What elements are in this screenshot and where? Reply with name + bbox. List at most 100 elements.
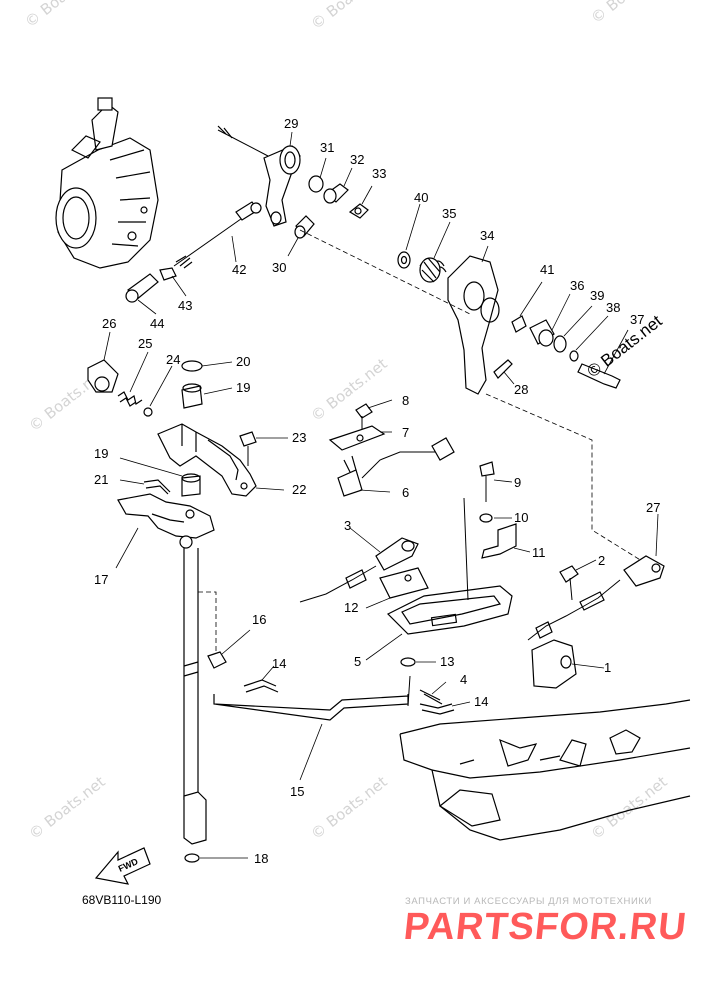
callout-14: 14 xyxy=(272,656,286,671)
part-13-washer xyxy=(400,657,436,667)
part-16-nut xyxy=(207,629,251,669)
callout-15: 15 xyxy=(290,784,304,799)
callout-37: 37 xyxy=(630,312,644,327)
callout-28: 28 xyxy=(514,382,528,397)
callout-44: 44 xyxy=(150,316,164,331)
part-40-washer xyxy=(397,203,421,269)
part-12-block xyxy=(365,567,429,609)
callout-17: 17 xyxy=(94,572,108,587)
part-23-bolt xyxy=(239,431,288,466)
callout-22: 22 xyxy=(292,482,306,497)
part-29-lever xyxy=(217,125,301,227)
part-14-clip xyxy=(419,701,471,715)
callout-12: 12 xyxy=(344,600,358,615)
control-cable xyxy=(299,565,377,603)
callout-40: 40 xyxy=(414,190,428,205)
callout-2: 2 xyxy=(598,553,605,568)
part-4-pin xyxy=(407,675,447,707)
callout-11: 11 xyxy=(532,545,546,560)
part-8-screw xyxy=(355,399,393,436)
part-34-lever xyxy=(447,245,500,395)
callout-38: 38 xyxy=(606,300,620,315)
callout-25: 25 xyxy=(138,336,152,351)
callout-42: 42 xyxy=(232,262,246,277)
part-6-sensor xyxy=(337,437,455,497)
parts-31-32-33 xyxy=(308,157,373,219)
part-20-washer xyxy=(181,360,233,372)
part-15-rod xyxy=(213,694,409,781)
watermark: © Boats.net xyxy=(307,0,390,33)
part-19-bushing xyxy=(181,383,233,409)
callout-35: 35 xyxy=(442,206,456,221)
callout-16: 16 xyxy=(252,612,266,627)
callout-34: 34 xyxy=(480,228,494,243)
shift-shaft xyxy=(183,548,217,845)
part-30-bushing xyxy=(287,215,315,257)
callout-33: 33 xyxy=(372,166,386,181)
part-43-nut xyxy=(159,267,187,297)
part-19-bushing-lower xyxy=(119,457,201,497)
diagram-code: 68VB110-L190 xyxy=(82,893,162,907)
part-1-bracket xyxy=(531,639,605,689)
part-7-plate xyxy=(328,425,392,451)
watermark: © Boats.net xyxy=(25,773,108,844)
callout-6: 6 xyxy=(402,485,409,500)
watermark: © Boats.net xyxy=(307,355,390,426)
part-44-ball-joint xyxy=(125,273,159,315)
watermark: © Boats.net xyxy=(307,773,390,844)
callout-41: 41 xyxy=(540,262,554,277)
callout-21: 21 xyxy=(94,472,108,487)
callout-labels: 1 2 3 4 5 6 7 8 9 10 11 12 13 14 14 15 1… xyxy=(94,116,660,866)
callout-19: 19 xyxy=(236,380,250,395)
callout-1: 1 xyxy=(604,660,611,675)
part-11-bracket xyxy=(481,523,531,559)
callout-3: 3 xyxy=(344,518,351,533)
part-25-spring xyxy=(117,351,149,407)
throttle-body xyxy=(55,97,159,269)
part-9-bolt xyxy=(479,461,513,502)
fwd-arrow-icon: FWD xyxy=(94,847,151,885)
callout-9: 9 xyxy=(514,475,521,490)
callout-24: 24 xyxy=(166,352,180,367)
part-18-oring xyxy=(184,853,248,863)
callout-32: 32 xyxy=(350,152,364,167)
part-28-pin xyxy=(493,359,515,385)
part-10-washer xyxy=(479,513,512,523)
callout-18: 18 xyxy=(254,851,268,866)
linkage-line xyxy=(299,229,471,315)
callout-8: 8 xyxy=(402,393,409,408)
part-17-arm xyxy=(115,493,215,569)
callout-30: 30 xyxy=(272,260,286,275)
watermark: © Boats.net xyxy=(21,0,104,31)
callout-36: 36 xyxy=(570,278,584,293)
callout-10: 10 xyxy=(514,510,528,525)
callout-27: 27 xyxy=(646,500,660,515)
part-24-ball xyxy=(143,365,173,417)
throttle-cable xyxy=(527,579,621,641)
watermark: © Boats.net xyxy=(587,773,670,844)
callout-19b: 19 xyxy=(94,446,108,461)
cable-fitting xyxy=(579,591,605,611)
part-26-fitting xyxy=(87,331,119,393)
callout-23: 23 xyxy=(292,430,306,445)
linkage-line xyxy=(485,393,651,567)
part-42-rod xyxy=(173,201,259,269)
callout-4: 4 xyxy=(460,672,467,687)
parts-36-to-41 xyxy=(511,281,629,389)
watermarks: © Boats.net © Boats.net © Boats.net © Bo… xyxy=(21,0,670,843)
cable-fitting xyxy=(535,621,553,639)
part-2-bolt xyxy=(559,559,597,601)
part-21-clip xyxy=(119,479,171,495)
callout-14b: 14 xyxy=(474,694,488,709)
watermark: © Boats.net xyxy=(587,0,670,27)
engine-block xyxy=(399,699,691,841)
part-5-lever xyxy=(365,497,513,661)
callout-43: 43 xyxy=(178,298,192,313)
part-14-clip xyxy=(243,665,279,693)
cable-fitting xyxy=(345,569,367,589)
part-3-joint xyxy=(349,527,419,571)
shop-logo[interactable]: PARTSFOR.RU xyxy=(401,906,689,948)
part-35-spring xyxy=(419,221,451,283)
